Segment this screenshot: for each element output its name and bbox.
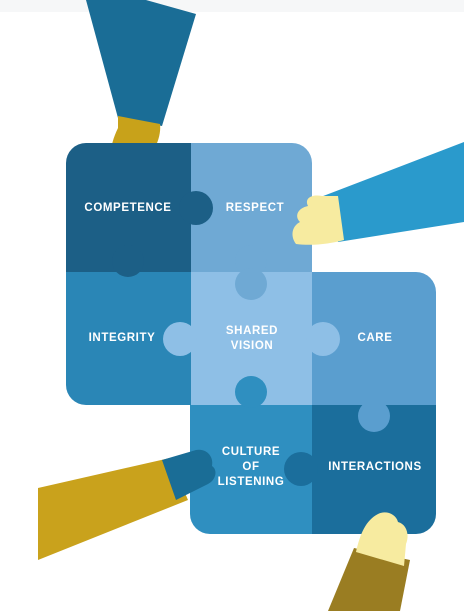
label-interactions: INTERACTIONS xyxy=(328,461,421,473)
bottom-hand-palm xyxy=(356,512,408,566)
label-listening: LISTENING xyxy=(218,476,285,488)
label-competence: COMPETENCE xyxy=(84,202,171,214)
left-hand-sleeve xyxy=(38,458,188,560)
bottom-hand-sleeve xyxy=(328,548,410,611)
label-integrity: INTEGRITY xyxy=(89,332,156,344)
bottom-hand xyxy=(328,512,410,611)
tab-competence-integrity xyxy=(112,245,144,277)
lower-puzzle xyxy=(190,272,436,534)
label-care: CARE xyxy=(358,332,393,344)
piece-shared-vision xyxy=(163,268,340,408)
tab-respect-shared xyxy=(235,245,267,277)
tab-interactions-culture xyxy=(284,452,318,486)
right-hand-sleeve xyxy=(318,142,464,242)
label-respect: RESPECT xyxy=(226,202,285,214)
label-of: OF xyxy=(242,461,259,473)
right-hand xyxy=(292,142,464,245)
label-vision: VISION xyxy=(231,340,274,352)
left-hand xyxy=(38,449,216,560)
right-hand-palm xyxy=(292,195,344,245)
tab-left xyxy=(163,322,197,356)
tab-right xyxy=(306,322,340,356)
notch-top xyxy=(235,268,267,300)
left-hand-cuff xyxy=(162,449,216,500)
puzzle-labels: COMPETENCE RESPECT INTEGRITY SHARED VISI… xyxy=(84,202,421,488)
upper-puzzle xyxy=(66,143,312,405)
top-left-hand xyxy=(86,0,196,166)
notch-bottom xyxy=(235,376,267,408)
label-shared: SHARED xyxy=(226,325,278,337)
top-left-hand-sleeve xyxy=(86,0,196,126)
label-culture: CULTURE xyxy=(222,446,280,458)
tab-competence-respect xyxy=(179,191,213,225)
tab-care-interactions xyxy=(358,400,390,432)
